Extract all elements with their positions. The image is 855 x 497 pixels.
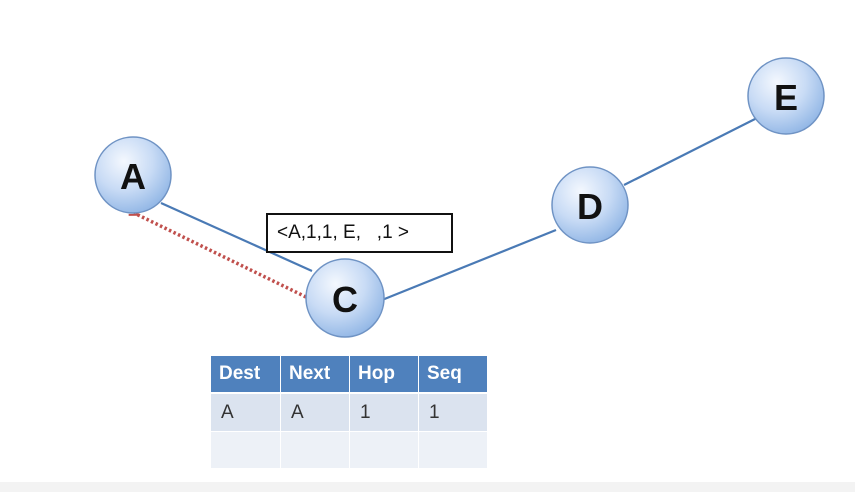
node-a: A <box>94 136 172 214</box>
node-e-label: E <box>774 77 798 118</box>
link-c-d <box>381 228 557 302</box>
node-c: C <box>305 258 385 338</box>
node-c-label: C <box>332 279 358 320</box>
rrep-arrow <box>134 213 307 299</box>
header-hop: Hop <box>349 356 419 394</box>
node-d-label: D <box>577 186 603 227</box>
routing-table: Dest Next Hop Seq A A 1 1 <box>211 356 488 469</box>
rrep-message-box: <A,1,1, E, ,1 > <box>266 213 453 253</box>
node-e: E <box>747 57 825 135</box>
table-row: A A 1 1 <box>211 393 488 432</box>
rrep-message-text: <A,1,1, E, ,1 > <box>277 222 410 243</box>
cell-dest: A <box>211 393 281 432</box>
cell-hop: 1 <box>349 393 419 432</box>
link-d-e <box>623 117 758 186</box>
bottom-strip <box>0 482 855 492</box>
link-a-c <box>160 201 313 273</box>
cell-seq <box>418 431 488 469</box>
routing-table-header: Dest Next Hop Seq <box>211 356 488 394</box>
header-next: Next <box>280 356 350 394</box>
cell-next: A <box>280 393 350 432</box>
header-dest: Dest <box>211 356 281 394</box>
cell-hop <box>349 431 419 469</box>
cell-next <box>280 431 350 469</box>
node-a-label: A <box>120 156 146 197</box>
cell-seq: 1 <box>418 393 488 432</box>
header-seq: Seq <box>418 356 488 394</box>
node-d: D <box>551 166 629 244</box>
table-row <box>211 431 488 469</box>
cell-dest <box>211 431 281 469</box>
